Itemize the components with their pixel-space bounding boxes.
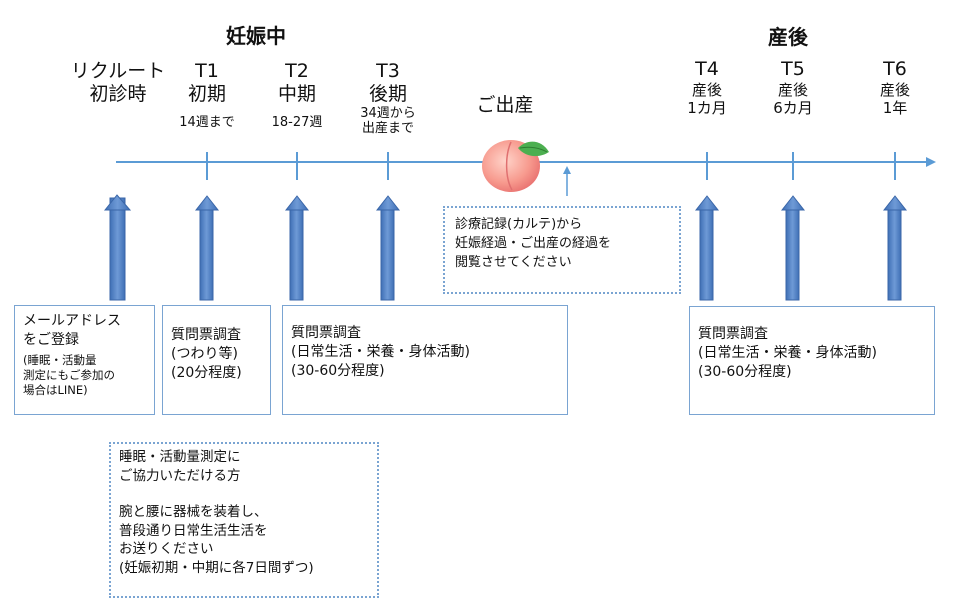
- up-arrow-t3-head: [375, 195, 401, 211]
- q456-line3: (30-60分程度): [698, 364, 792, 380]
- up-arrow-t6-head: [882, 195, 908, 211]
- records-line1: 診療記録(カルテ)から: [455, 217, 583, 232]
- stage-t6: T6 産後 1年: [850, 58, 940, 117]
- stage-t3-range1: 34週から: [360, 106, 416, 121]
- q456-line1: 質問票調査: [698, 326, 768, 342]
- timeline-ticks: [206, 152, 896, 180]
- q1-line1: 質問票調査: [171, 327, 241, 343]
- q1-line2: (つわり等): [171, 346, 238, 362]
- stage-recruit: リクルート 初診時: [48, 60, 188, 106]
- stage-t1-range: 14週まで: [179, 115, 235, 130]
- stage-t6-sub1: 産後: [879, 81, 910, 99]
- stage-recruit-line1: リクルート: [70, 60, 166, 82]
- q456-line2: (日常生活・栄養・身体活動): [698, 345, 877, 361]
- device-body2: 普段通り日常生活生活を: [119, 522, 268, 539]
- q1-line3: (20分程度): [171, 365, 242, 381]
- stage-t3-label: T3: [376, 60, 400, 82]
- q23-line1: 質問票調査: [291, 325, 361, 341]
- up-arrow-t2-head: [284, 195, 310, 211]
- stage-t1-name: 初期: [187, 83, 226, 105]
- up-arrow-t5-head: [780, 195, 806, 211]
- stage-t2-label: T2: [285, 60, 309, 82]
- stage-t5: T5 産後 6カ月: [748, 58, 838, 117]
- up-arrow-recruit: [109, 197, 126, 301]
- device-measurement-note: 睡眠・活動量測定に ご協力いただける方 腕と腰に器械を装着し、 普段通り日常生活…: [109, 442, 379, 598]
- up-arrow-t4: [699, 209, 714, 301]
- timeline-arrowhead: [926, 157, 936, 167]
- stage-t4-label: T4: [695, 58, 719, 80]
- stage-t2-name: 中期: [277, 83, 316, 105]
- up-arrow-t2: [289, 209, 304, 301]
- up-arrow-t6: [887, 209, 902, 301]
- stage-t1-label: T1: [195, 60, 219, 82]
- q23-line2: (日常生活・栄養・身体活動): [291, 344, 470, 360]
- stage-t6-label: T6: [883, 58, 907, 80]
- stage-birth: ご出産: [450, 94, 560, 117]
- stage-t4-sub2: 1カ月: [687, 99, 727, 117]
- register-note2: 測定にもご参加の: [23, 368, 115, 382]
- up-arrow-t1: [199, 209, 214, 301]
- medical-records-note: 診療記録(カルテ)から 妊娠経過・ご出産の経過を 閲覧させてください: [443, 206, 681, 294]
- stage-t6-sub2: 1年: [882, 99, 908, 117]
- records-line3: 閲覧させてください: [455, 255, 572, 270]
- stage-t2-range: 18-27週: [271, 115, 323, 130]
- register-note1: (睡眠・活動量: [23, 353, 97, 367]
- stage-t3-range2: 出産まで: [361, 121, 414, 136]
- register-line2: をご登録: [23, 332, 79, 348]
- stage-t5-sub2: 6カ月: [773, 99, 813, 117]
- questionnaire-postpartum-box: 質問票調査 (日常生活・栄養・身体活動) (30-60分程度): [689, 306, 935, 415]
- device-body3: お送りください: [119, 541, 214, 557]
- device-intro2: ご協力いただける方: [119, 467, 241, 484]
- device-intro1: 睡眠・活動量測定に: [119, 449, 241, 465]
- up-arrow-t4-head: [694, 195, 720, 211]
- stage-t5-sub1: 産後: [777, 81, 808, 99]
- stage-birth-label: ご出産: [476, 94, 534, 116]
- register-box: メールアドレス をご登録 (睡眠・活動量 測定にもご参加の 場合はLINE): [14, 305, 155, 415]
- phase-pregnancy: 妊娠中: [226, 24, 286, 48]
- q23-line3: (30-60分程度): [291, 363, 385, 379]
- stage-t1: T1 初期 14週まで: [157, 60, 257, 130]
- stage-t4-sub1: 産後: [691, 81, 722, 99]
- up-arrow-t5: [785, 209, 800, 301]
- stage-t2: T2 中期 18-27週: [247, 60, 347, 130]
- stage-t4: T4 産後 1カ月: [662, 58, 752, 117]
- up-arrow-recruit-head: [103, 194, 132, 211]
- questionnaire-t2t3-box: 質問票調査 (日常生活・栄養・身体活動) (30-60分程度): [282, 305, 568, 415]
- register-line1: メールアドレス: [23, 313, 121, 329]
- up-arrow-t1-head: [194, 195, 220, 211]
- peach-icon: [482, 140, 549, 192]
- questionnaire-t1-box: 質問票調査 (つわり等) (20分程度): [162, 305, 271, 415]
- stage-t3-name: 後期: [368, 83, 407, 105]
- phase-postpartum: 産後: [768, 25, 808, 49]
- stage-recruit-line2: 初診時: [89, 83, 147, 105]
- device-body4: (妊娠初期・中期に各7日間ずつ): [119, 559, 314, 576]
- records-line2: 妊娠経過・ご出産の経過を: [455, 236, 612, 251]
- up-arrow-t3: [380, 209, 395, 301]
- device-body1: 腕と腰に器械を装着し、: [119, 504, 268, 520]
- register-note3: 場合はLINE): [23, 383, 88, 397]
- stage-t3: T3 後期 34週から 出産まで: [338, 60, 438, 136]
- stage-t5-label: T5: [781, 58, 805, 80]
- birth-pointer-head: [563, 166, 571, 174]
